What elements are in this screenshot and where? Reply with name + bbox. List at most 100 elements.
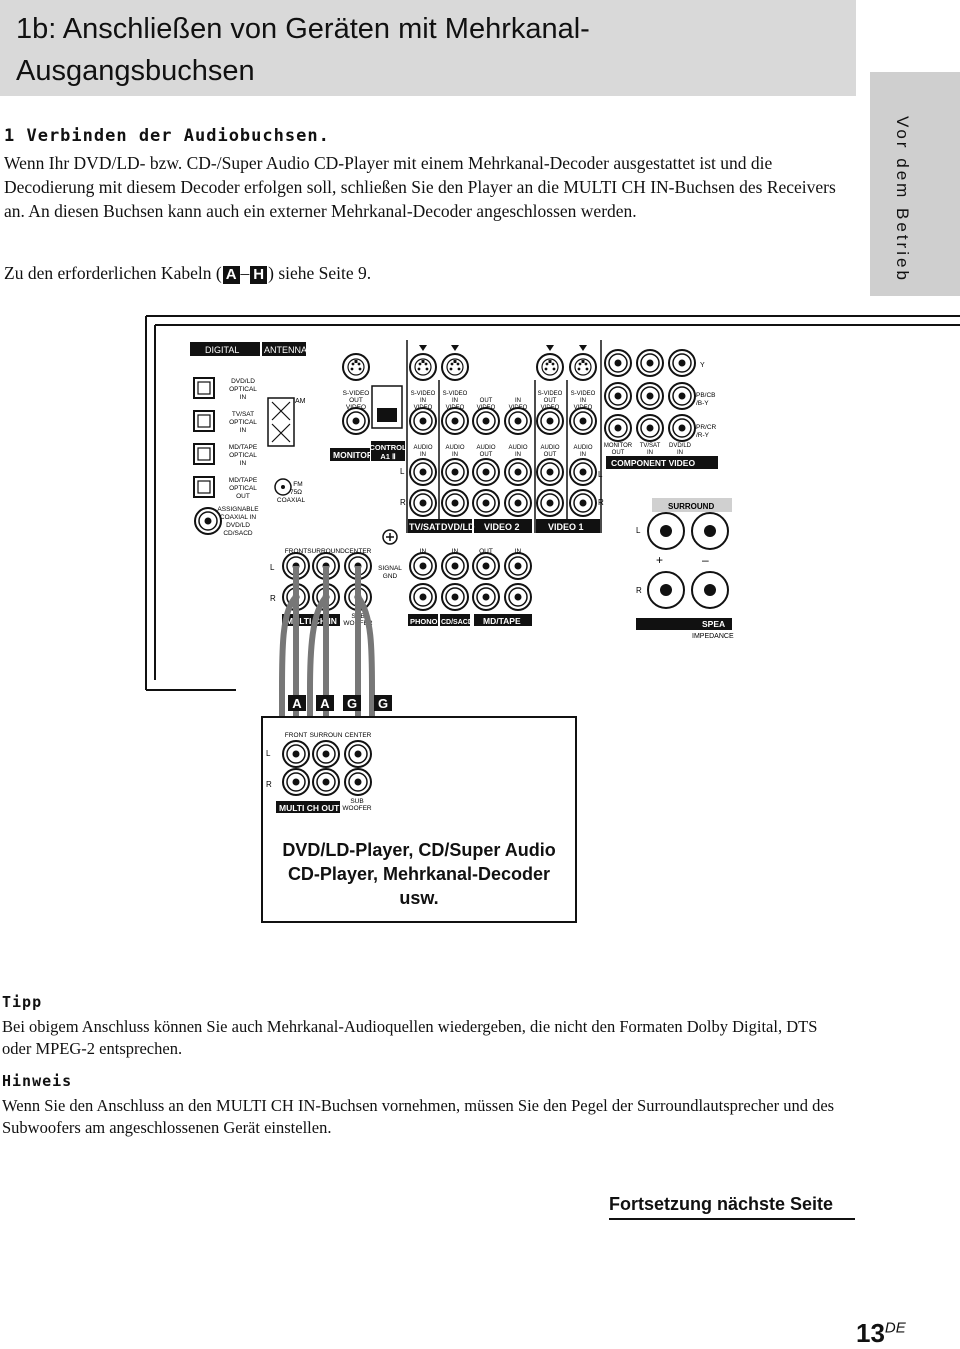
digital-header-bar: [190, 342, 260, 356]
control-a1-jack[interactable]: [377, 408, 397, 422]
audio-col-label: OUT: [544, 452, 557, 458]
component-pb-monitor[interactable]: [604, 382, 632, 410]
cd-sacd-r[interactable]: [441, 583, 469, 611]
md-tape-in-l[interactable]: [504, 552, 532, 580]
continued-link[interactable]: Fortsetzung nächste Seite: [609, 1194, 855, 1220]
md-tape-label: MD/TAPE: [483, 616, 521, 626]
multi-in-front-label: FRONT: [285, 548, 307, 555]
audio-l-jack-6[interactable]: [569, 458, 597, 486]
component-col-1a: MONITOR: [604, 443, 633, 449]
optical-label-4c: OUT: [236, 493, 250, 500]
audio-r-jack-1[interactable]: [409, 489, 437, 517]
device-name: DVD/LD-Player, CD/Super Audio CD-Player,…: [282, 840, 556, 908]
optical-label-2a: TV/SAT: [232, 411, 254, 418]
component-pb-label-b: /B-Y: [696, 400, 709, 407]
optical-label-4a: MD/TAPE: [229, 477, 258, 484]
video-jack-4[interactable]: [504, 407, 532, 435]
s-video-jack-1[interactable]: [409, 353, 437, 381]
audio-l-jack-5[interactable]: [536, 458, 564, 486]
device-center[interactable]: [344, 740, 372, 768]
video-col-label: IN: [580, 398, 586, 404]
component-y-dvd[interactable]: [668, 349, 696, 377]
signal-gnd-b: GND: [383, 573, 398, 580]
coax-label-a: ASSIGNABLE: [217, 506, 259, 513]
md-tape-out-r[interactable]: [472, 583, 500, 611]
audio-r-jack-4[interactable]: [504, 489, 532, 517]
cable-letter-a: A: [222, 266, 240, 284]
video-jack-6[interactable]: [569, 407, 597, 435]
direction-arrow-icon: [546, 345, 554, 351]
optical-jack-dvd-ld[interactable]: [193, 377, 215, 399]
phono-label: PHONO: [410, 617, 438, 626]
cable-front-r: [279, 594, 299, 760]
cd-sacd-l[interactable]: [441, 552, 469, 580]
cable-letter-1: A: [292, 696, 302, 711]
audio-col-label: OUT: [480, 452, 493, 458]
am-terminal[interactable]: [267, 397, 295, 447]
device-front-r[interactable]: [282, 768, 310, 796]
intro-paragraph: Wenn Ihr DVD/LD- bzw. CD-/Super Audio CD…: [4, 153, 836, 221]
video-col-label: S-VIDEO: [538, 391, 563, 397]
component-pr-tv[interactable]: [636, 414, 664, 442]
device-surround-l[interactable]: [312, 740, 340, 768]
optical-jack-md-tape-in[interactable]: [193, 443, 215, 465]
md-tape-out-l[interactable]: [472, 552, 500, 580]
s-video-jack-6[interactable]: [569, 353, 597, 381]
optical-jack-tv-sat[interactable]: [193, 410, 215, 432]
s-video-jack-2[interactable]: [441, 353, 469, 381]
speaker-minus-label: –: [702, 553, 709, 567]
cd-sacd-label: CD/SACD: [441, 619, 473, 626]
control-label-a: CONTROL: [369, 443, 406, 452]
device-surround-label: SURROUN: [310, 732, 343, 739]
audio-col-label: AUDIO: [476, 445, 495, 451]
multi-in-center-label: CENTER: [345, 548, 372, 555]
coax-label-d: CD/SACD: [223, 530, 253, 537]
audio-l-jack-2[interactable]: [441, 458, 469, 486]
device-surround-r[interactable]: [312, 768, 340, 796]
device-front-label: FRONT: [285, 732, 307, 739]
device-subwoofer[interactable]: [344, 768, 372, 796]
component-pb-dvd[interactable]: [668, 382, 696, 410]
video-jack-5[interactable]: [536, 407, 564, 435]
audio-r-jack-5[interactable]: [536, 489, 564, 517]
antenna-header-bar: [262, 342, 306, 356]
video-jack-3[interactable]: [472, 407, 500, 435]
monitor-video-out[interactable]: [342, 407, 370, 435]
audio-r-label: R: [400, 498, 406, 507]
video-jack-1[interactable]: [409, 407, 437, 435]
component-pb-tv[interactable]: [636, 382, 664, 410]
optical-jack-md-tape-out[interactable]: [193, 476, 215, 498]
audio-r-jack-3[interactable]: [472, 489, 500, 517]
video-jack-2[interactable]: [441, 407, 469, 435]
component-y-tv[interactable]: [636, 349, 664, 377]
speakers-label: SPEA: [702, 619, 725, 629]
bar-label-video1: VIDEO 1: [548, 522, 584, 532]
audio-l-jack-4[interactable]: [504, 458, 532, 486]
optical-label-3a: MD/TAPE: [229, 444, 258, 451]
device-front-l[interactable]: [282, 740, 310, 768]
optical-label-3b: OPTICAL: [229, 452, 257, 459]
fm-label-a: FM: [293, 481, 302, 488]
monitor-svideo-a: S-VIDEO: [343, 390, 370, 397]
cable-letter-4: G: [378, 696, 388, 711]
tip-text: Bei obigem Anschluss können Sie auch Meh…: [2, 1017, 818, 1058]
multi-ch-out-label: MULTI CH OUT: [279, 803, 340, 813]
phono-r[interactable]: [409, 583, 437, 611]
audio-l-jack-3[interactable]: [472, 458, 500, 486]
component-pr-monitor[interactable]: [604, 414, 632, 442]
direction-arrow-icon: [419, 345, 427, 351]
component-r-label: R: [598, 498, 604, 507]
audio-r-jack-6[interactable]: [569, 489, 597, 517]
s-video-jack-5[interactable]: [536, 353, 564, 381]
component-y-monitor[interactable]: [604, 349, 632, 377]
audio-col-label: IN: [580, 452, 586, 458]
audio-r-jack-2[interactable]: [441, 489, 469, 517]
s-video-monitor-out[interactable]: [342, 353, 370, 381]
cables-reference: Zu den erforderlichen Kabeln (A–H) siehe…: [4, 261, 854, 285]
md-tape-in-r[interactable]: [504, 583, 532, 611]
phono-l[interactable]: [409, 552, 437, 580]
section-tab: Vor dem Betrieb: [870, 72, 960, 296]
component-pr-dvd[interactable]: [668, 414, 696, 442]
speaker-r-label: R: [636, 586, 642, 595]
audio-l-jack-1[interactable]: [409, 458, 437, 486]
